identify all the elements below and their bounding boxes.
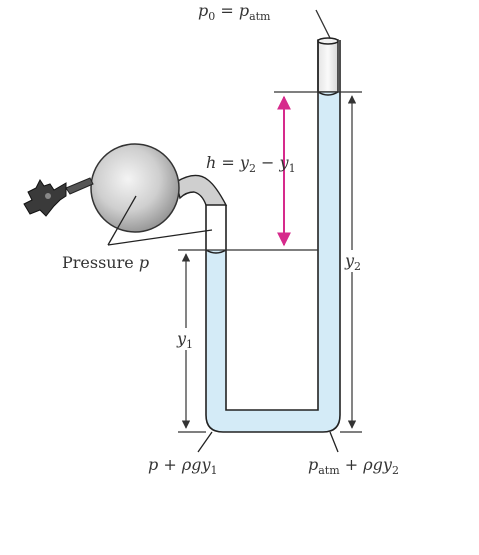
bottom-right-pressure-label: patm + ρgy2	[308, 455, 399, 477]
bottom-right-leader	[329, 431, 339, 453]
bulb-neck	[175, 174, 228, 206]
u-tube-outline-outer	[205, 40, 341, 433]
bottom-left-pressure-label: p + ρgy1	[148, 455, 218, 477]
y2-label: y2	[344, 251, 361, 273]
pressure-leaders	[107, 195, 213, 246]
y1-label-bg	[174, 328, 198, 350]
pressure-bulb	[90, 143, 180, 233]
right-meniscus	[317, 91, 339, 96]
u-tube-outline-inner	[225, 40, 319, 411]
bottom-left-leader	[197, 431, 213, 453]
right-tube-glass	[317, 39, 339, 93]
stopcock-icon	[23, 177, 94, 217]
top-pressure-leader	[315, 9, 331, 39]
svg-text:p0 = patm: p0 = patm	[198, 1, 271, 23]
top-pressure-label: p0 = patm	[198, 1, 331, 39]
right-tube-opening	[317, 37, 339, 45]
pressure-label: Pressure p	[62, 253, 149, 272]
height-label: h = y2 − y1	[206, 153, 296, 175]
y1-label: y1	[176, 329, 193, 351]
y2-label-bg	[342, 250, 366, 272]
left-meniscus	[205, 249, 227, 254]
u-tube-fluid	[206, 92, 340, 432]
